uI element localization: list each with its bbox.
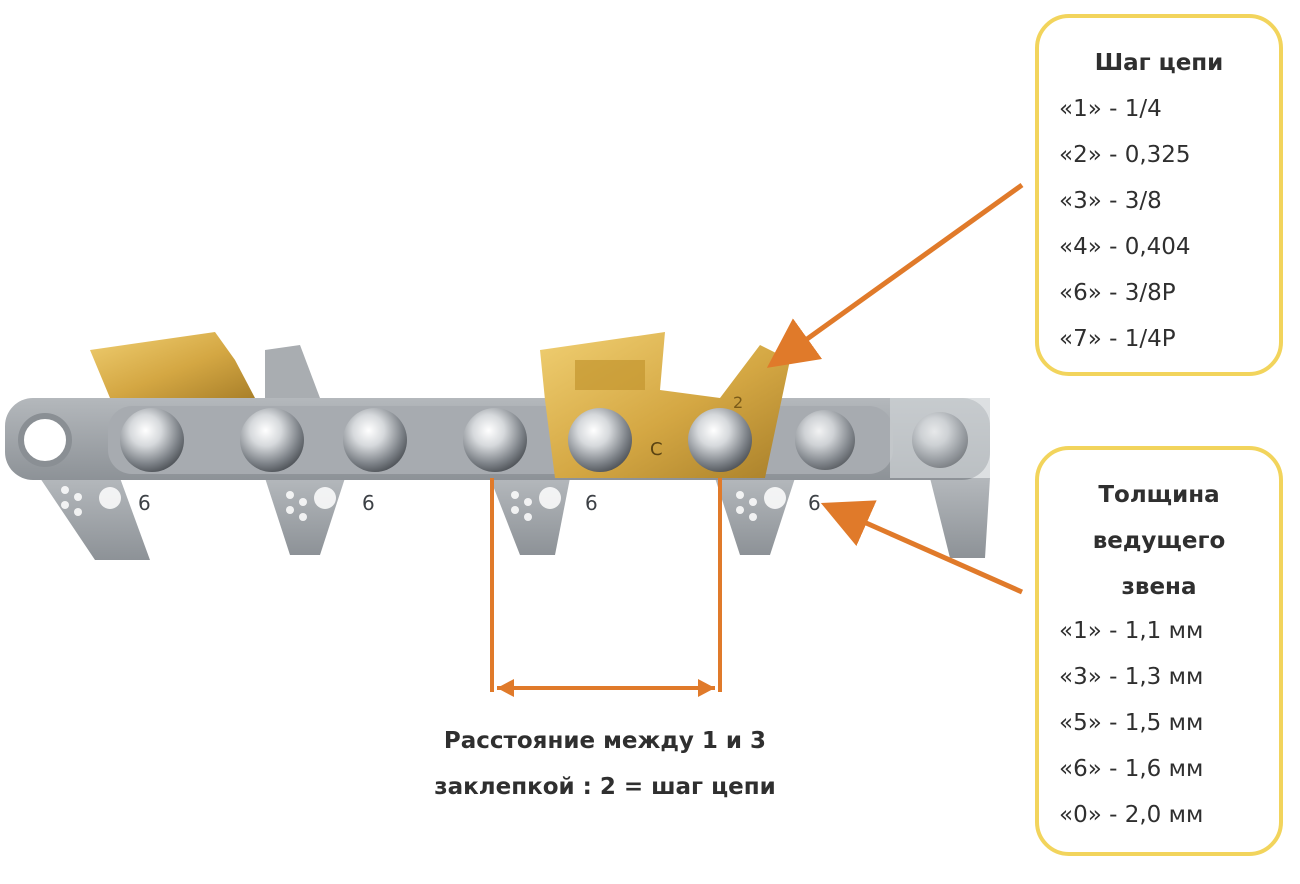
- pitch-legend-box: Шаг цепи «1» - 1/4 «2» - 0,325 «3» - 3/8…: [1035, 14, 1283, 376]
- bracket-arrow-right: [698, 679, 715, 697]
- pitch-caption-line: Расстояние между 1 и 3: [443, 728, 767, 754]
- pitch-legend-item: «4» - 0,404: [1059, 234, 1191, 260]
- cutter-pitch-mark: 2: [733, 393, 743, 412]
- gauge-legend-box: Толщина ведущего звена «1» - 1,1 мм «3» …: [1035, 446, 1283, 856]
- rivet: [568, 408, 632, 472]
- left-link-hole: [18, 413, 72, 467]
- pitch-legend-item: «1» - 1/4: [1059, 96, 1162, 122]
- gauge-legend-item: «0» - 2,0 мм: [1059, 802, 1204, 828]
- pitch-callout-arrow: [766, 182, 1024, 368]
- pitch-caption-line: заклепкой : 2 = шаг цепи: [434, 774, 776, 800]
- rivet: [912, 412, 968, 468]
- pitch-measurement-bracket: [490, 478, 722, 692]
- gauge-legend-title: звена: [1121, 574, 1197, 600]
- rivet: [343, 408, 407, 472]
- rivet: [120, 408, 184, 472]
- rivet: [240, 408, 304, 472]
- left-cutter: [90, 332, 255, 398]
- drive-link-dots: [61, 486, 786, 521]
- drive-link-number: 6: [362, 491, 375, 515]
- rivet: [795, 410, 855, 470]
- gauge-legend-title: Толщина: [1098, 482, 1220, 508]
- gauge-callout-arrow: [820, 500, 1024, 595]
- cutter-letter: C: [650, 439, 663, 460]
- pitch-legend-title: Шаг цепи: [1094, 50, 1224, 76]
- pitch-legend-item: «7» - 1/4P: [1059, 326, 1176, 352]
- gauge-legend-item: «3» - 1,3 мм: [1059, 664, 1204, 690]
- drive-link-number: 6: [138, 491, 151, 515]
- rivet: [688, 408, 752, 472]
- gauge-legend-item: «5» - 1,5 мм: [1059, 710, 1204, 736]
- drive-link-number: 6: [808, 491, 821, 515]
- drive-link-number: 6: [585, 491, 598, 515]
- pitch-legend-item: «6» - 3/8P: [1059, 280, 1176, 306]
- pitch-legend-item: «2» - 0,325: [1059, 142, 1191, 168]
- pitch-caption: Расстояние между 1 и 3 заклепкой : 2 = ш…: [395, 718, 815, 810]
- gauge-legend-item: «6» - 1,6 мм: [1059, 756, 1204, 782]
- rivet: [463, 408, 527, 472]
- bracket-arrow-left: [497, 679, 514, 697]
- rivets: [120, 408, 968, 472]
- pitch-legend-item: «3» - 3/8: [1059, 188, 1162, 214]
- gauge-legend-title: ведущего: [1092, 528, 1226, 554]
- drive-links: [40, 478, 990, 560]
- gauge-legend-item: «1» - 1,1 мм: [1059, 618, 1204, 644]
